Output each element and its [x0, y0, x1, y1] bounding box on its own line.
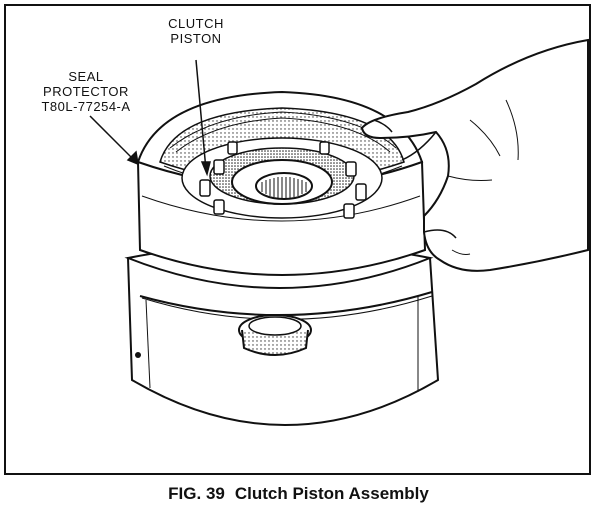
figure-number: FIG. 39 [168, 484, 225, 503]
seal-protector-label-line2: PROTECTOR [43, 84, 129, 99]
seal-protector-label-line1: SEAL [68, 69, 104, 84]
seal-protector-leader [89, 115, 135, 161]
clutch-piston-leader [195, 59, 207, 171]
hand [360, 38, 589, 272]
leader-lines [89, 59, 211, 177]
piston-pins [199, 141, 367, 219]
clutch-piston-label-line2: PISTON [170, 31, 222, 46]
clutch-piston-label-line1: CLUTCH [168, 16, 224, 31]
drum-hub [238, 314, 312, 356]
seal-protector-label-line3: T80L-77254-A [41, 99, 131, 114]
clutch-piston-illustration [89, 38, 589, 426]
clutch-piston [169, 111, 397, 219]
seal-protector-label: SEAL PROTECTOR T80L-77254-A [16, 69, 156, 114]
figure-title: Clutch Piston Assembly [234, 484, 429, 503]
spline-teeth [261, 177, 307, 198]
clutch-piston-label: CLUTCH PISTON [146, 16, 246, 46]
figure-caption: FIG. 39 Clutch Piston Assembly [0, 484, 597, 504]
